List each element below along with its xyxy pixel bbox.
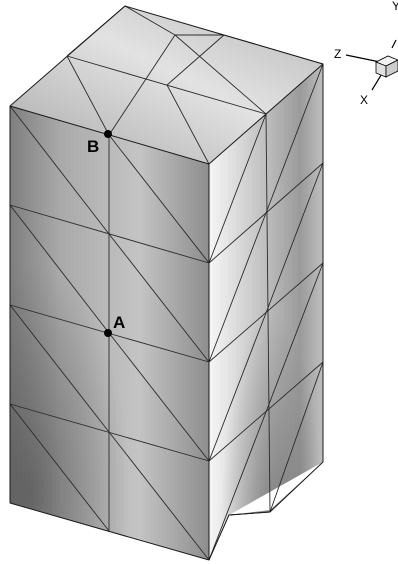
- axis-triad: Z X Y: [334, 0, 398, 107]
- point-b-marker: [104, 130, 112, 138]
- outline-edges: [9, 5, 324, 561]
- y-axis-label: Y: [392, 0, 398, 13]
- orientation-cube-icon: [375, 55, 398, 78]
- point-a-marker: [104, 329, 112, 337]
- x-axis-label: X: [360, 93, 368, 107]
- z-axis-line: [345, 54, 381, 63]
- point-b-label: B: [87, 137, 99, 156]
- left-face-mesh: [9, 105, 210, 561]
- right-face-mesh: [208, 63, 324, 561]
- y-axis-line: [391, 39, 397, 49]
- z-axis-label: Z: [334, 47, 341, 61]
- point-a-label: A: [113, 313, 125, 332]
